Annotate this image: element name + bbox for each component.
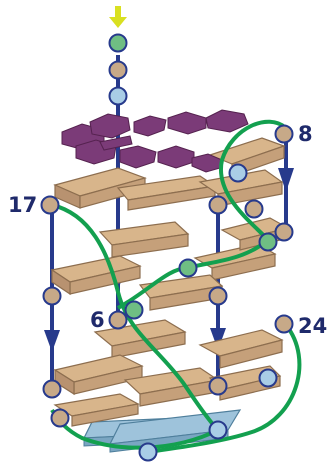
- node-d: [260, 234, 277, 251]
- node-j: [210, 378, 227, 395]
- label-6: 6: [90, 308, 105, 332]
- node-h: [126, 302, 143, 319]
- label-24: 24: [298, 314, 327, 338]
- node-f: [44, 288, 61, 305]
- node-3: [110, 88, 127, 105]
- node-a: [210, 197, 227, 214]
- node-6: [110, 312, 127, 329]
- node-9: [230, 165, 247, 182]
- node-24: [276, 316, 293, 333]
- node-17: [42, 197, 59, 214]
- node-1: [110, 35, 127, 52]
- node-c: [276, 224, 293, 241]
- node-m: [210, 422, 227, 439]
- g-tetrad-layer-bottom: [55, 320, 282, 426]
- node-n: [140, 444, 157, 461]
- node-e: [180, 260, 197, 277]
- node-b: [246, 201, 263, 218]
- label-17: 17: [8, 193, 37, 217]
- node-i: [44, 381, 61, 398]
- input-arrow-icon: [109, 6, 127, 28]
- label-8: 8: [298, 122, 313, 146]
- node-2: [110, 62, 127, 79]
- node-8: [276, 126, 293, 143]
- g-tetrad-layer-middle: [52, 218, 288, 310]
- node-l: [52, 410, 69, 427]
- node-k: [260, 370, 277, 387]
- node-g: [210, 288, 227, 305]
